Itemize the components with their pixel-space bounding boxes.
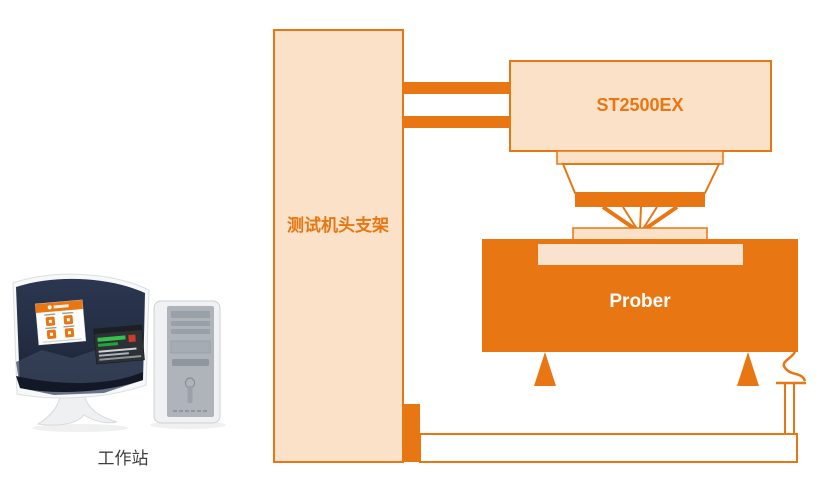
tester-box: [509, 60, 772, 152]
probe-needles: [601, 205, 679, 231]
test-row-line-3: [99, 355, 142, 361]
cable-curve: [782, 351, 807, 382]
probe-card-plate: [572, 227, 708, 241]
connector-arms: [402, 82, 510, 128]
workstation-label: 工作站: [98, 449, 149, 468]
test-row-line: [98, 347, 137, 353]
app-tile-captions: [44, 311, 75, 330]
monitor: [12, 273, 150, 432]
monitor-shadow: [32, 424, 128, 432]
tower-bay-slot: [170, 340, 211, 354]
app-window: [35, 299, 87, 346]
app-logo-icon: [47, 305, 52, 310]
base-rail: [419, 433, 798, 463]
prober-chuck: [538, 244, 743, 265]
floor-base: [402, 404, 798, 463]
prober-label: Prober: [609, 291, 671, 312]
docking-funnel: [561, 163, 721, 194]
test-program-window: [93, 324, 145, 365]
docking-collar: [556, 150, 724, 165]
tower-optical-drive: [172, 359, 209, 366]
test-red-box: [128, 334, 136, 343]
tester-head: ST2500EX: [509, 60, 772, 152]
bracket-label: 测试机头支架: [287, 215, 389, 235]
tower-drive-bays: [171, 311, 210, 334]
app-logo-text-mark: [53, 304, 69, 309]
tower-grille: [173, 410, 207, 412]
base-joint-block: [402, 404, 420, 462]
docking-bar: [575, 192, 705, 207]
prober: Prober: [482, 239, 798, 386]
tower-pc: [150, 300, 226, 429]
workstation: 工作站: [12, 273, 226, 468]
bracket-body: [273, 29, 404, 463]
test-green-row: [97, 335, 126, 342]
tester-label: ST2500EX: [596, 95, 683, 115]
test-window-titlebar: [93, 324, 142, 335]
prober-foot-right: [737, 352, 759, 386]
app-window-footer-line: [42, 338, 82, 343]
monitor-stand: [36, 395, 118, 426]
screen-foreground: [16, 372, 143, 392]
tower-emblem: [184, 377, 196, 403]
app-tiles: [45, 315, 75, 340]
test-green-row-2: [97, 342, 119, 347]
connector-arm-bottom: [402, 116, 510, 128]
connector-arm-top: [402, 82, 510, 94]
cable-support: [776, 351, 807, 434]
test-head-bracket: 测试机头支架: [273, 29, 404, 463]
docking-interface: [556, 150, 724, 241]
test-row-line-2: [98, 352, 129, 357]
prober-foot-left: [534, 352, 556, 386]
